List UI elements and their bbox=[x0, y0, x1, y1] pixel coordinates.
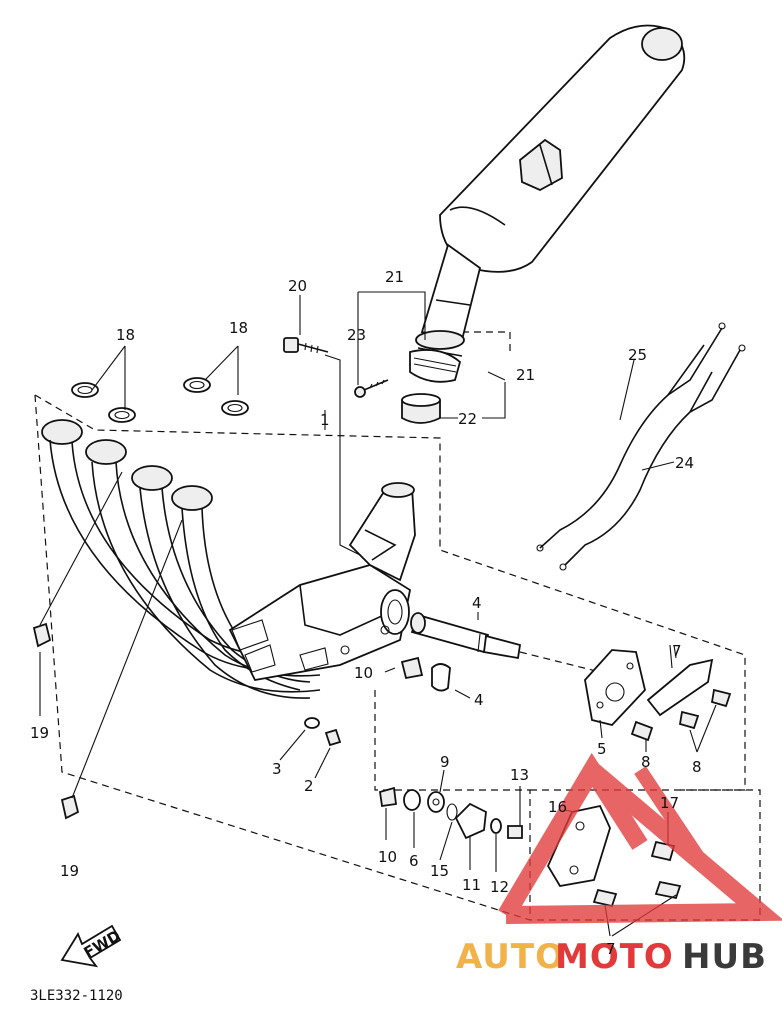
nuts-19 bbox=[32, 622, 80, 820]
callout-2: 2 bbox=[304, 777, 314, 795]
callout-23: 23 bbox=[347, 326, 366, 344]
watermark-moto: MOTO bbox=[555, 937, 674, 977]
muffler bbox=[409, 24, 686, 383]
callout-4-upper: 4 bbox=[472, 594, 482, 612]
callout-4-lower: 4 bbox=[474, 691, 484, 709]
callout-1: 1 bbox=[320, 411, 330, 429]
callout-19-upper: 19 bbox=[30, 724, 49, 742]
callout-17: 17 bbox=[660, 794, 679, 812]
callout-10-upper: 10 bbox=[354, 664, 373, 682]
callout-13: 13 bbox=[510, 766, 529, 784]
callout-8-left: 8 bbox=[641, 753, 651, 771]
diagram-code: 3LE332-1120 bbox=[30, 988, 123, 1004]
gasket-22 bbox=[401, 393, 441, 424]
callout-10-lower: 10 bbox=[378, 848, 397, 866]
callout-5: 5 bbox=[597, 740, 607, 758]
callout-12: 12 bbox=[490, 878, 509, 896]
washer-3-bolt-2 bbox=[304, 717, 342, 747]
callout-24: 24 bbox=[675, 454, 694, 472]
callout-18-right: 18 bbox=[229, 319, 248, 337]
callout-22: 22 bbox=[458, 410, 477, 428]
pipe-4 bbox=[400, 612, 601, 692]
callout-16: 16 bbox=[548, 798, 567, 816]
bolt-20 bbox=[283, 337, 329, 354]
gaskets-18 bbox=[71, 377, 249, 423]
leader-lines bbox=[39, 291, 717, 937]
callout-21-right: 21 bbox=[516, 366, 535, 384]
watermark-auto: AUTO bbox=[456, 937, 565, 977]
watermark-logo bbox=[498, 752, 782, 924]
callout-21-upper: 21 bbox=[385, 268, 404, 286]
callout-3: 3 bbox=[272, 760, 282, 778]
callout-15: 15 bbox=[430, 862, 449, 880]
watermark-hub: HUB bbox=[682, 937, 767, 977]
callout-labels: 1 2 3 4 4 5 6 7 7 8 8 9 10 10 11 12 13 1… bbox=[30, 268, 702, 958]
callout-8-right: 8 bbox=[692, 758, 702, 776]
callout-25: 25 bbox=[628, 346, 647, 364]
callout-20: 20 bbox=[288, 277, 307, 295]
throttle-cables bbox=[536, 322, 746, 571]
bracket-5 bbox=[584, 644, 732, 742]
callout-7-upper: 7 bbox=[672, 642, 682, 660]
callout-18-left: 18 bbox=[116, 326, 135, 344]
callout-7-lower: 7 bbox=[606, 940, 616, 958]
callout-6: 6 bbox=[409, 852, 419, 870]
callout-19-lower: 19 bbox=[60, 862, 79, 880]
fwd-arrow: FWD bbox=[60, 924, 124, 968]
callout-11: 11 bbox=[462, 876, 481, 894]
exhaust-header-pipes bbox=[41, 419, 416, 699]
callout-9: 9 bbox=[440, 753, 450, 771]
bolt-23 bbox=[354, 379, 389, 398]
lower-parts bbox=[378, 786, 523, 840]
bracket-16 bbox=[546, 804, 682, 908]
